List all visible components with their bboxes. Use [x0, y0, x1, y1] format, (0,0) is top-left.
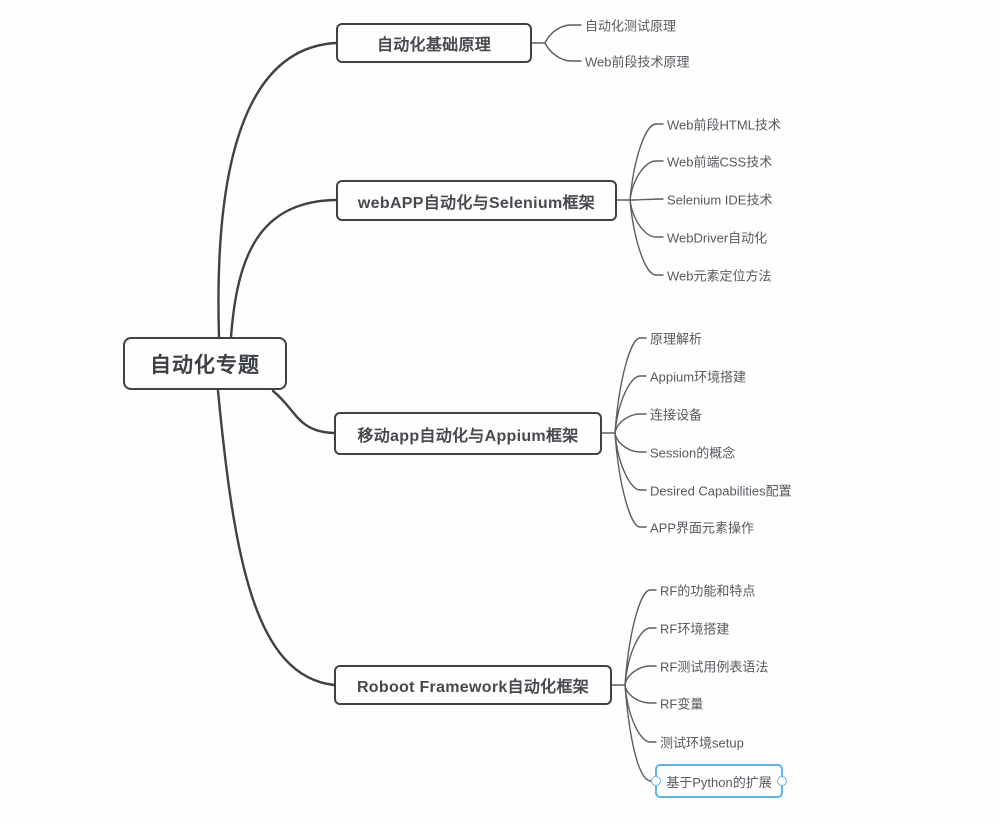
child-topic-test-env-setup[interactable]: 测试环境setup: [660, 735, 744, 751]
child-topic-appium-env[interactable]: Appium环境搭建: [650, 369, 747, 385]
connector-root-branch1: [217, 41, 338, 339]
child-topic-webdriver[interactable]: WebDriver自动化: [667, 230, 768, 246]
child-topic-rf-features[interactable]: RF的功能和特点: [660, 583, 756, 599]
branch-topic-robot-framework[interactable]: Roboot Framework自动化框架: [334, 665, 612, 705]
child-topic-app-ui-element-ops[interactable]: APP界面元素操作: [650, 520, 755, 536]
child-topic-web-frontend-principle[interactable]: Web前段技术原理: [585, 54, 690, 70]
connector-branch2-child1: [629, 123, 664, 201]
connector-branch3-child6: [614, 432, 647, 528]
child-topic-rf-variables[interactable]: RF变量: [660, 696, 704, 712]
connector-branch2-child2: [629, 160, 664, 201]
branch-topic-webapp-selenium[interactable]: webAPP自动化与Selenium框架: [336, 180, 617, 221]
child-topic-web-css[interactable]: Web前端CSS技术: [667, 154, 773, 170]
child-topic-rf-env[interactable]: RF环境搭建: [660, 621, 730, 637]
connector-branch2-child3: [629, 198, 664, 201]
connector-branch3-child4: [614, 432, 647, 453]
child-topic-web-html[interactable]: Web前段HTML技术: [667, 117, 781, 133]
root-topic[interactable]: 自动化专题: [123, 337, 287, 390]
branch-topic-automation-basics[interactable]: 自动化基础原理: [336, 23, 532, 63]
connector-branch3-child2: [614, 375, 647, 434]
connector-root-branch2: [229, 198, 338, 339]
child-topic-web-element-locating[interactable]: Web元素定位方法: [667, 268, 772, 284]
connector-root-branch4: [216, 389, 336, 687]
connector-branch4-child2: [624, 627, 657, 686]
connector-root-branch3: [271, 389, 336, 435]
child-topic-automation-test-principle[interactable]: 自动化测试原理: [585, 18, 677, 34]
connector-branch3-child1: [614, 337, 647, 434]
connector-branch4-child4: [624, 684, 657, 704]
selection-handle-right-icon[interactable]: [777, 776, 787, 786]
child-topic-rf-testcase-syntax[interactable]: RF测试用例表语法: [660, 659, 769, 675]
selection-handle-left-icon[interactable]: [651, 776, 661, 786]
connector-branch4-child6: [624, 684, 652, 782]
child-topic-python-extension-selected[interactable]: 基于Python的扩展: [651, 764, 787, 798]
branch-topic-mobile-appium[interactable]: 移动app自动化与Appium框架: [334, 412, 602, 455]
connector-branch1-child2: [544, 42, 582, 62]
connector-branch1-child1: [544, 24, 582, 44]
child-topic-selenium-ide[interactable]: Selenium IDE技术: [667, 192, 773, 208]
child-topic-desired-capabilities[interactable]: Desired Capabilities配置: [650, 483, 792, 499]
connector-branch4-child1: [624, 589, 657, 686]
connector-branch2-child5: [629, 199, 664, 276]
connector-branch3-child3: [614, 413, 647, 434]
selected-topic-label: 基于Python的扩展: [666, 774, 772, 790]
child-topic-connect-device[interactable]: 连接设备: [650, 407, 703, 423]
child-topic-session-concept[interactable]: Session的概念: [650, 445, 736, 461]
child-topic-principle-analysis[interactable]: 原理解析: [650, 331, 703, 347]
connector-branch4-child3: [624, 665, 657, 686]
